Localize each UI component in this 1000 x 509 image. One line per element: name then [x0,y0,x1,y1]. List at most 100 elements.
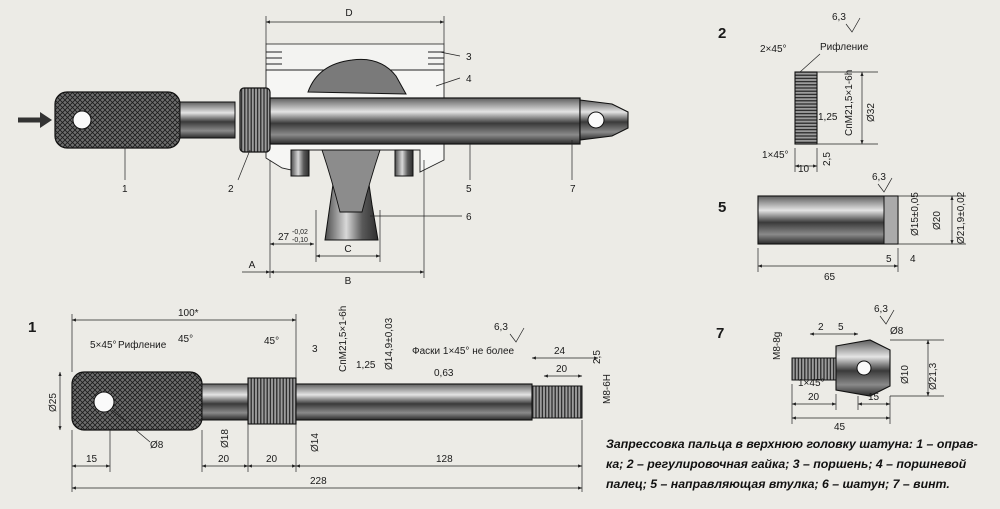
handle-hole [72,110,92,130]
view-1-d18: Ø18 [220,429,231,448]
view-5-roughness: 6,3 [872,172,886,183]
view-1-d25: Ø25 [48,393,59,412]
view-1-d8: Ø8 [150,440,164,451]
view-1-length-100: 100* [178,308,199,319]
view-1-width-20r: 20 [556,364,568,375]
view-7-d8: Ø8 [890,326,904,337]
view-2-width-2-5: 2,5 [822,152,833,166]
mandrel-neck [179,101,236,139]
view-2-knurl: Рифление [820,41,869,53]
view-5-gap-5: 5 [886,254,892,265]
view-5-d20: Ø20 [932,211,943,230]
view-1-width-228: 228 [310,476,327,487]
view-1-number: 1 [28,319,36,336]
callout-1: 1 [122,184,128,195]
sleeve-body [757,195,899,245]
view-1-d14: Ø14 [310,433,321,452]
view-7-width-5: 5 [838,322,844,333]
callout-4: 4 [466,74,472,85]
dimension-d-label: D [345,8,352,19]
view-7-number: 7 [716,325,724,342]
view-2-width-10: 10 [798,164,810,175]
view-7-width-20: 20 [808,392,820,403]
fit-upper: -0,02 [292,229,308,236]
view-1-width-128: 128 [436,454,453,465]
callout-5: 5 [466,184,472,195]
view-1-thread: СпМ21,5×1-6h [338,306,349,372]
mandrel-shaft [295,383,533,421]
dimension-c-label: C [344,244,351,255]
view-1-mandrel: 1 100* 5×45° Рифление 45° 45° 3 СпМ21,5×… [28,306,613,492]
view-2-pitch: 1,25 [818,112,838,123]
view-1-note: Фаски 1×45° не более [412,345,515,357]
fit-lower: -0,10 [292,237,308,244]
view-5-d21-9: Ø21,9±0,02 [956,191,967,244]
view-7-d21-3: Ø21,3 [928,362,939,390]
caption-line-3: палец; 5 – направляющая втулка; 6 – шату… [606,477,950,491]
callout-6: 6 [466,212,472,223]
view-2-chamfer: 2×45° [760,44,787,55]
screw-thread [791,357,837,381]
adjusting-nut [239,87,271,153]
mandrel-end-thread [531,385,583,419]
connecting-rod [307,58,407,241]
mandrel-thread [247,377,297,425]
view-7-width-2: 2 [818,322,824,333]
fit-value: 27 [278,232,290,243]
view-7-roughness: 6,3 [874,304,888,315]
sleeve-end [883,195,899,245]
screw-hole [856,360,872,376]
view-5-number: 5 [718,199,726,216]
view-7-chamfer: 1×45° [798,378,825,389]
view-7-width-45: 45 [834,422,846,433]
view-7-d10: Ø10 [900,365,911,384]
assembly-view: D C B A 27 -0,02 -0,10 1 2 3 4 5 6 7 [18,8,629,287]
view-1-width-3: 3 [312,344,318,355]
view-5-sleeve: 5 6,3 Ø15±0,05 Ø20 Ø21,9±0,02 65 5 4 [718,172,967,283]
callout-3: 3 [466,52,472,63]
view-5-gap-4: 4 [910,254,916,265]
view-1-pitch: 1,25 [356,360,376,371]
view-1-roughness-063: 0,63 [434,368,454,379]
guide-sleeve [269,97,581,145]
dimension-b-label: B [345,276,352,287]
view-1-angle-2: 45° [264,336,279,347]
view-1-chamfer: 5×45° [90,340,117,351]
view-7-m8: М8-8g [772,332,783,360]
mandrel-knurl [71,371,203,431]
view-2-thread: СпМ21,5×1-6h [844,70,855,136]
view-5-d15: Ø15±0,05 [910,192,921,236]
view-2-chamfer2: 1×45° [762,150,789,161]
view-1-width-24: 24 [554,346,566,357]
view-1-roughness: 6,3 [494,322,508,333]
dimension-a-label: A [249,260,256,271]
view-7-screw: 7 М8-8g 2 5 6,3 Ø8 Ø10 Ø21,3 1×45° 20 15… [716,304,944,433]
view-1-angle-1: 45° [178,334,193,345]
view-5-length: 65 [824,272,836,283]
caption-line-1: Запрессовка пальца в верхнюю головку шат… [606,437,978,451]
figure-caption: Запрессовка пальца в верхнюю головку шат… [606,434,996,494]
view-1-knurl: Рифление [118,339,167,351]
bolt-right [394,149,414,177]
view-2-nut: 2 6,3 2×45° Рифление СпМ21,5×1-6h Ø32 1,… [718,12,878,175]
callout-2: 2 [228,184,234,195]
view-1-width-2-5: 2,5 [592,350,603,364]
callout-7: 7 [570,184,576,195]
view-1-d14-9: Ø14,9±0,03 [384,317,395,370]
bolt-left [290,149,310,177]
view-7-width-15: 15 [868,392,880,403]
mandrel-hole [93,391,115,413]
tip-hole [587,111,605,129]
view-1-width-20b: 20 [266,454,278,465]
view-1-width-20a: 20 [218,454,230,465]
nut-section [794,71,818,145]
view-2-diameter: Ø32 [866,103,877,122]
view-1-width-15: 15 [86,454,98,465]
mandrel-neck-detail [201,383,249,421]
caption-line-2: ка; 2 – регулировочная гайка; 3 – поршен… [606,457,967,471]
view-2-number: 2 [718,25,726,42]
view-1-m8: М8-6Н [602,374,613,404]
view-2-roughness: 6,3 [832,12,846,23]
